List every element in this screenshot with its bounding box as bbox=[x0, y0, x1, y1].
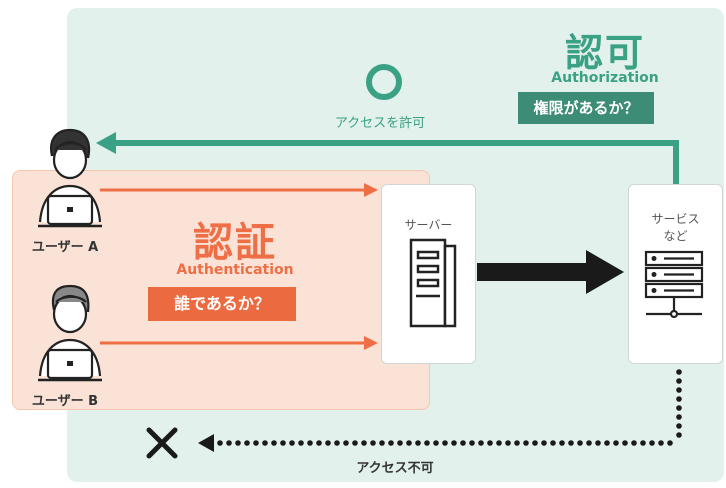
user-a-label: ユーザー A bbox=[31, 240, 99, 255]
deny-dot bbox=[649, 440, 655, 446]
deny-dot bbox=[676, 378, 682, 384]
deny-dot bbox=[586, 440, 592, 446]
authentication-title: 認証 bbox=[193, 220, 277, 266]
service-label-line2: など bbox=[663, 229, 688, 243]
deny-dot bbox=[460, 440, 466, 446]
deny-dot bbox=[577, 440, 583, 446]
deny-dot bbox=[451, 440, 457, 446]
deny-dot bbox=[253, 440, 259, 446]
server-rack-icon bbox=[409, 238, 457, 328]
server-to-service-arrow bbox=[477, 250, 624, 294]
user-b-arrow bbox=[100, 336, 378, 350]
deny-dot bbox=[487, 440, 493, 446]
deny-dot bbox=[442, 440, 448, 446]
deny-dot bbox=[271, 440, 277, 446]
deny-dot bbox=[244, 440, 250, 446]
access-allowed-label: アクセスを許可 bbox=[334, 116, 426, 131]
deny-dot bbox=[433, 440, 439, 446]
deny-dot bbox=[424, 440, 430, 446]
deny-dot bbox=[640, 440, 646, 446]
deny-dot bbox=[505, 440, 511, 446]
authorization-question-badge: 権限があるか？ bbox=[518, 92, 654, 124]
deny-dot bbox=[388, 440, 394, 446]
deny-dot bbox=[658, 440, 664, 446]
authentication-subtitle: Authentication bbox=[176, 262, 294, 278]
deny-dot bbox=[379, 440, 385, 446]
deny-dot bbox=[676, 387, 682, 393]
deny-dot bbox=[676, 414, 682, 420]
deny-dot bbox=[235, 440, 241, 446]
deny-dot bbox=[352, 440, 358, 446]
deny-dot bbox=[226, 440, 232, 446]
allow-arrow bbox=[96, 132, 679, 184]
deny-dot bbox=[370, 440, 376, 446]
deny-dot bbox=[496, 440, 502, 446]
deny-dot bbox=[361, 440, 367, 446]
deny-dot bbox=[415, 440, 421, 446]
user-a-laptop-icon bbox=[38, 194, 102, 228]
deny-dot bbox=[631, 440, 637, 446]
user-b-label: ユーザー B bbox=[31, 394, 99, 409]
deny-dot bbox=[676, 405, 682, 411]
user-a-arrow bbox=[100, 183, 378, 197]
authorization-title: 認可 bbox=[564, 31, 645, 75]
cross-deny-icon bbox=[146, 427, 178, 459]
deny-dot bbox=[307, 440, 313, 446]
deny-dot bbox=[397, 440, 403, 446]
deny-dot bbox=[676, 396, 682, 402]
deny-dot bbox=[262, 440, 268, 446]
deny-dot bbox=[523, 440, 529, 446]
deny-arrow bbox=[198, 369, 682, 452]
deny-dot bbox=[469, 440, 475, 446]
deny-dot bbox=[541, 440, 547, 446]
deny-dot bbox=[334, 440, 340, 446]
deny-dot bbox=[532, 440, 538, 446]
server-label: サーバー bbox=[404, 218, 453, 232]
deny-dot bbox=[667, 440, 673, 446]
deny-dot bbox=[559, 440, 565, 446]
deny-dot bbox=[676, 432, 682, 438]
deny-dot bbox=[613, 440, 619, 446]
deny-dot bbox=[514, 440, 520, 446]
deny-dot bbox=[676, 369, 682, 375]
authentication-question-badge: 誰であるか？ bbox=[148, 287, 296, 321]
user-b-laptop-icon bbox=[38, 348, 102, 382]
deny-dot bbox=[604, 440, 610, 446]
authorization-subtitle: Authorization bbox=[551, 70, 659, 86]
deny-dot bbox=[289, 440, 295, 446]
access-denied-label: アクセス不可 bbox=[356, 461, 434, 476]
circle-ok-icon bbox=[366, 64, 402, 100]
deny-dot bbox=[406, 440, 412, 446]
deny-dot bbox=[280, 440, 286, 446]
deny-dot bbox=[550, 440, 556, 446]
deny-dot bbox=[478, 440, 484, 446]
service-label-line1: サービス bbox=[651, 212, 700, 226]
storage-rack-icon bbox=[644, 250, 704, 319]
deny-dot bbox=[217, 440, 223, 446]
deny-dot bbox=[568, 440, 574, 446]
deny-dot bbox=[316, 440, 322, 446]
deny-dot bbox=[595, 440, 601, 446]
deny-dot bbox=[343, 440, 349, 446]
deny-dot bbox=[325, 440, 331, 446]
deny-dot bbox=[622, 440, 628, 446]
deny-dot bbox=[676, 423, 682, 429]
deny-dot bbox=[298, 440, 304, 446]
